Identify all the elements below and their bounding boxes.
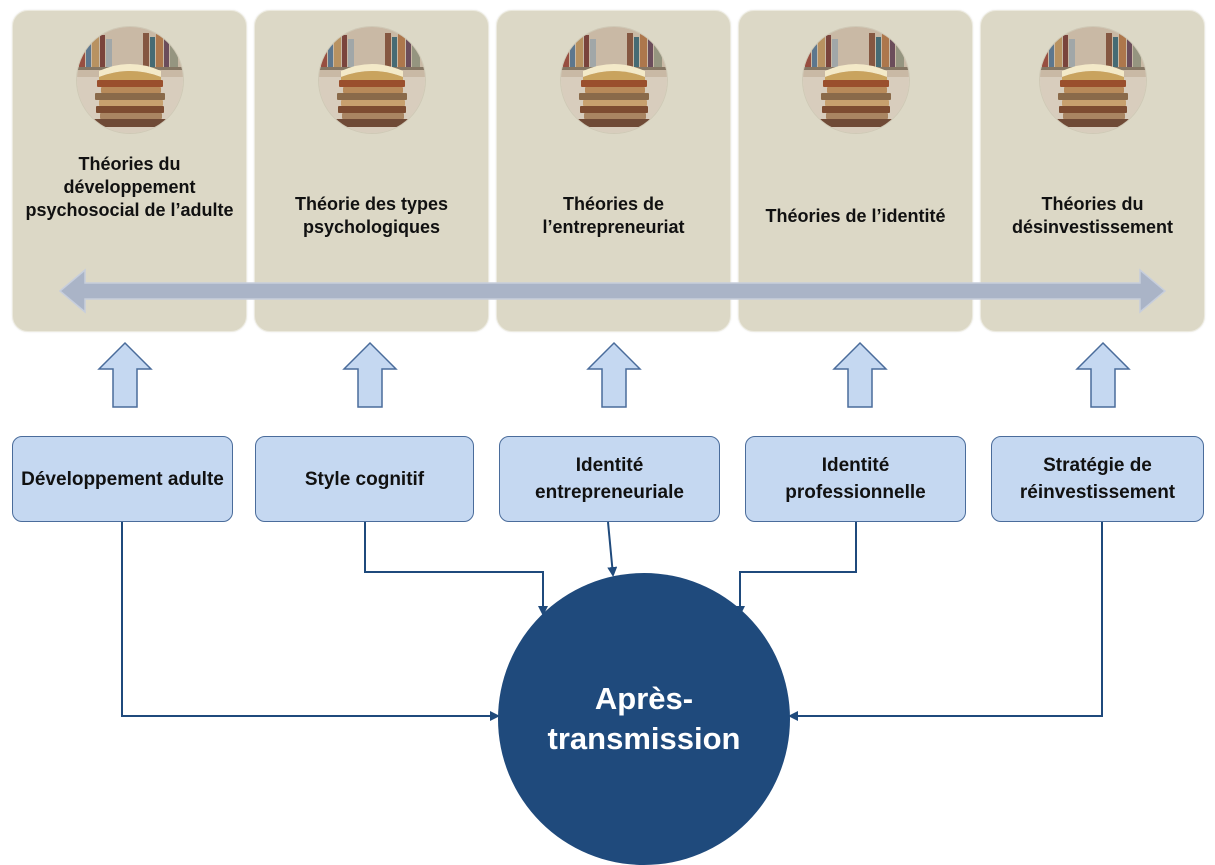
up-arrow-icon — [97, 341, 153, 408]
connector-line — [735, 522, 857, 616]
concept-box-1: Développement adulte — [12, 436, 233, 522]
concept-box-2: Style cognitif — [255, 436, 474, 522]
connector-line — [364, 522, 548, 616]
theory-panel-4: Théories de l’identité — [738, 10, 973, 332]
concept-box-4: Identité professionnelle — [745, 436, 966, 522]
theory-panel-5: Théories du désinvestissement — [980, 10, 1205, 332]
theory-title: Théories du développement psychosocial d… — [25, 154, 234, 220]
up-arrow-icon — [586, 341, 642, 408]
theory-panel-3: Théories de l’entrepreneuriat — [496, 10, 731, 332]
theory-title: Théories de l’entrepreneuriat — [542, 194, 685, 237]
concept-box-5: Stratégie de réinvestissement — [991, 436, 1204, 522]
theory-title: Théories du désinvestissement — [1011, 194, 1174, 237]
theory-panel-1: Théories du développement psychosocial d… — [12, 10, 247, 332]
theory-title: Théories de l’identité — [765, 205, 946, 226]
up-arrow-icon — [342, 341, 398, 408]
up-arrow-icon — [832, 341, 888, 408]
theory-title: Théorie des types psychologiques — [294, 194, 449, 237]
connector-line — [121, 522, 500, 721]
connector-line — [607, 521, 618, 577]
books-stack-icon — [76, 27, 183, 133]
theory-panel-2: Théorie des types psychologiques — [254, 10, 489, 332]
books-stack-icon — [802, 27, 909, 133]
books-stack-icon — [560, 27, 667, 133]
books-stack-icon — [1039, 27, 1146, 133]
books-stack-icon — [318, 27, 425, 133]
connector-line — [788, 522, 1103, 721]
concept-box-3: Identité entrepreneuriale — [499, 436, 720, 522]
hub-label: Après-transmission — [547, 681, 741, 756]
up-arrow-icon — [1075, 341, 1131, 408]
hub-circle: Après-transmission — [498, 573, 790, 865]
